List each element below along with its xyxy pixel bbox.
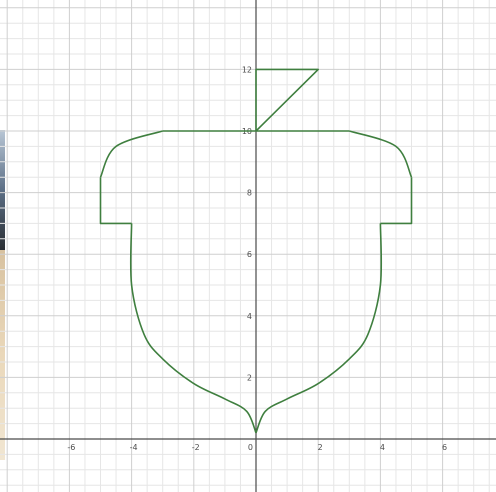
x-tick-label: 6 — [442, 443, 447, 452]
left-edge-strip-top — [0, 130, 5, 250]
y-tick-label: 4 — [247, 312, 252, 321]
x-tick-label: -2 — [192, 443, 200, 452]
curve-segment — [349, 130, 413, 178]
curve-segment — [129, 223, 257, 434]
y-tick-label: 6 — [247, 250, 252, 259]
acorn-curve — [99, 68, 413, 434]
y-tick-label: 2 — [247, 373, 252, 382]
line-segment — [255, 68, 319, 132]
x-tick-label: -6 — [67, 443, 75, 452]
y-tick-label: 12 — [242, 65, 252, 74]
x-tick-label: 0 — [248, 443, 253, 452]
curve-segment — [255, 223, 383, 434]
x-tick-label: 4 — [380, 443, 385, 452]
y-tick-label: 8 — [247, 189, 252, 198]
x-tick-label: 2 — [318, 443, 323, 452]
curve-segment — [99, 130, 163, 178]
x-tick-label: -4 — [130, 443, 138, 452]
line-segment — [380, 177, 413, 225]
left-edge-strip-bottom — [0, 250, 5, 460]
line-segment — [99, 177, 132, 225]
